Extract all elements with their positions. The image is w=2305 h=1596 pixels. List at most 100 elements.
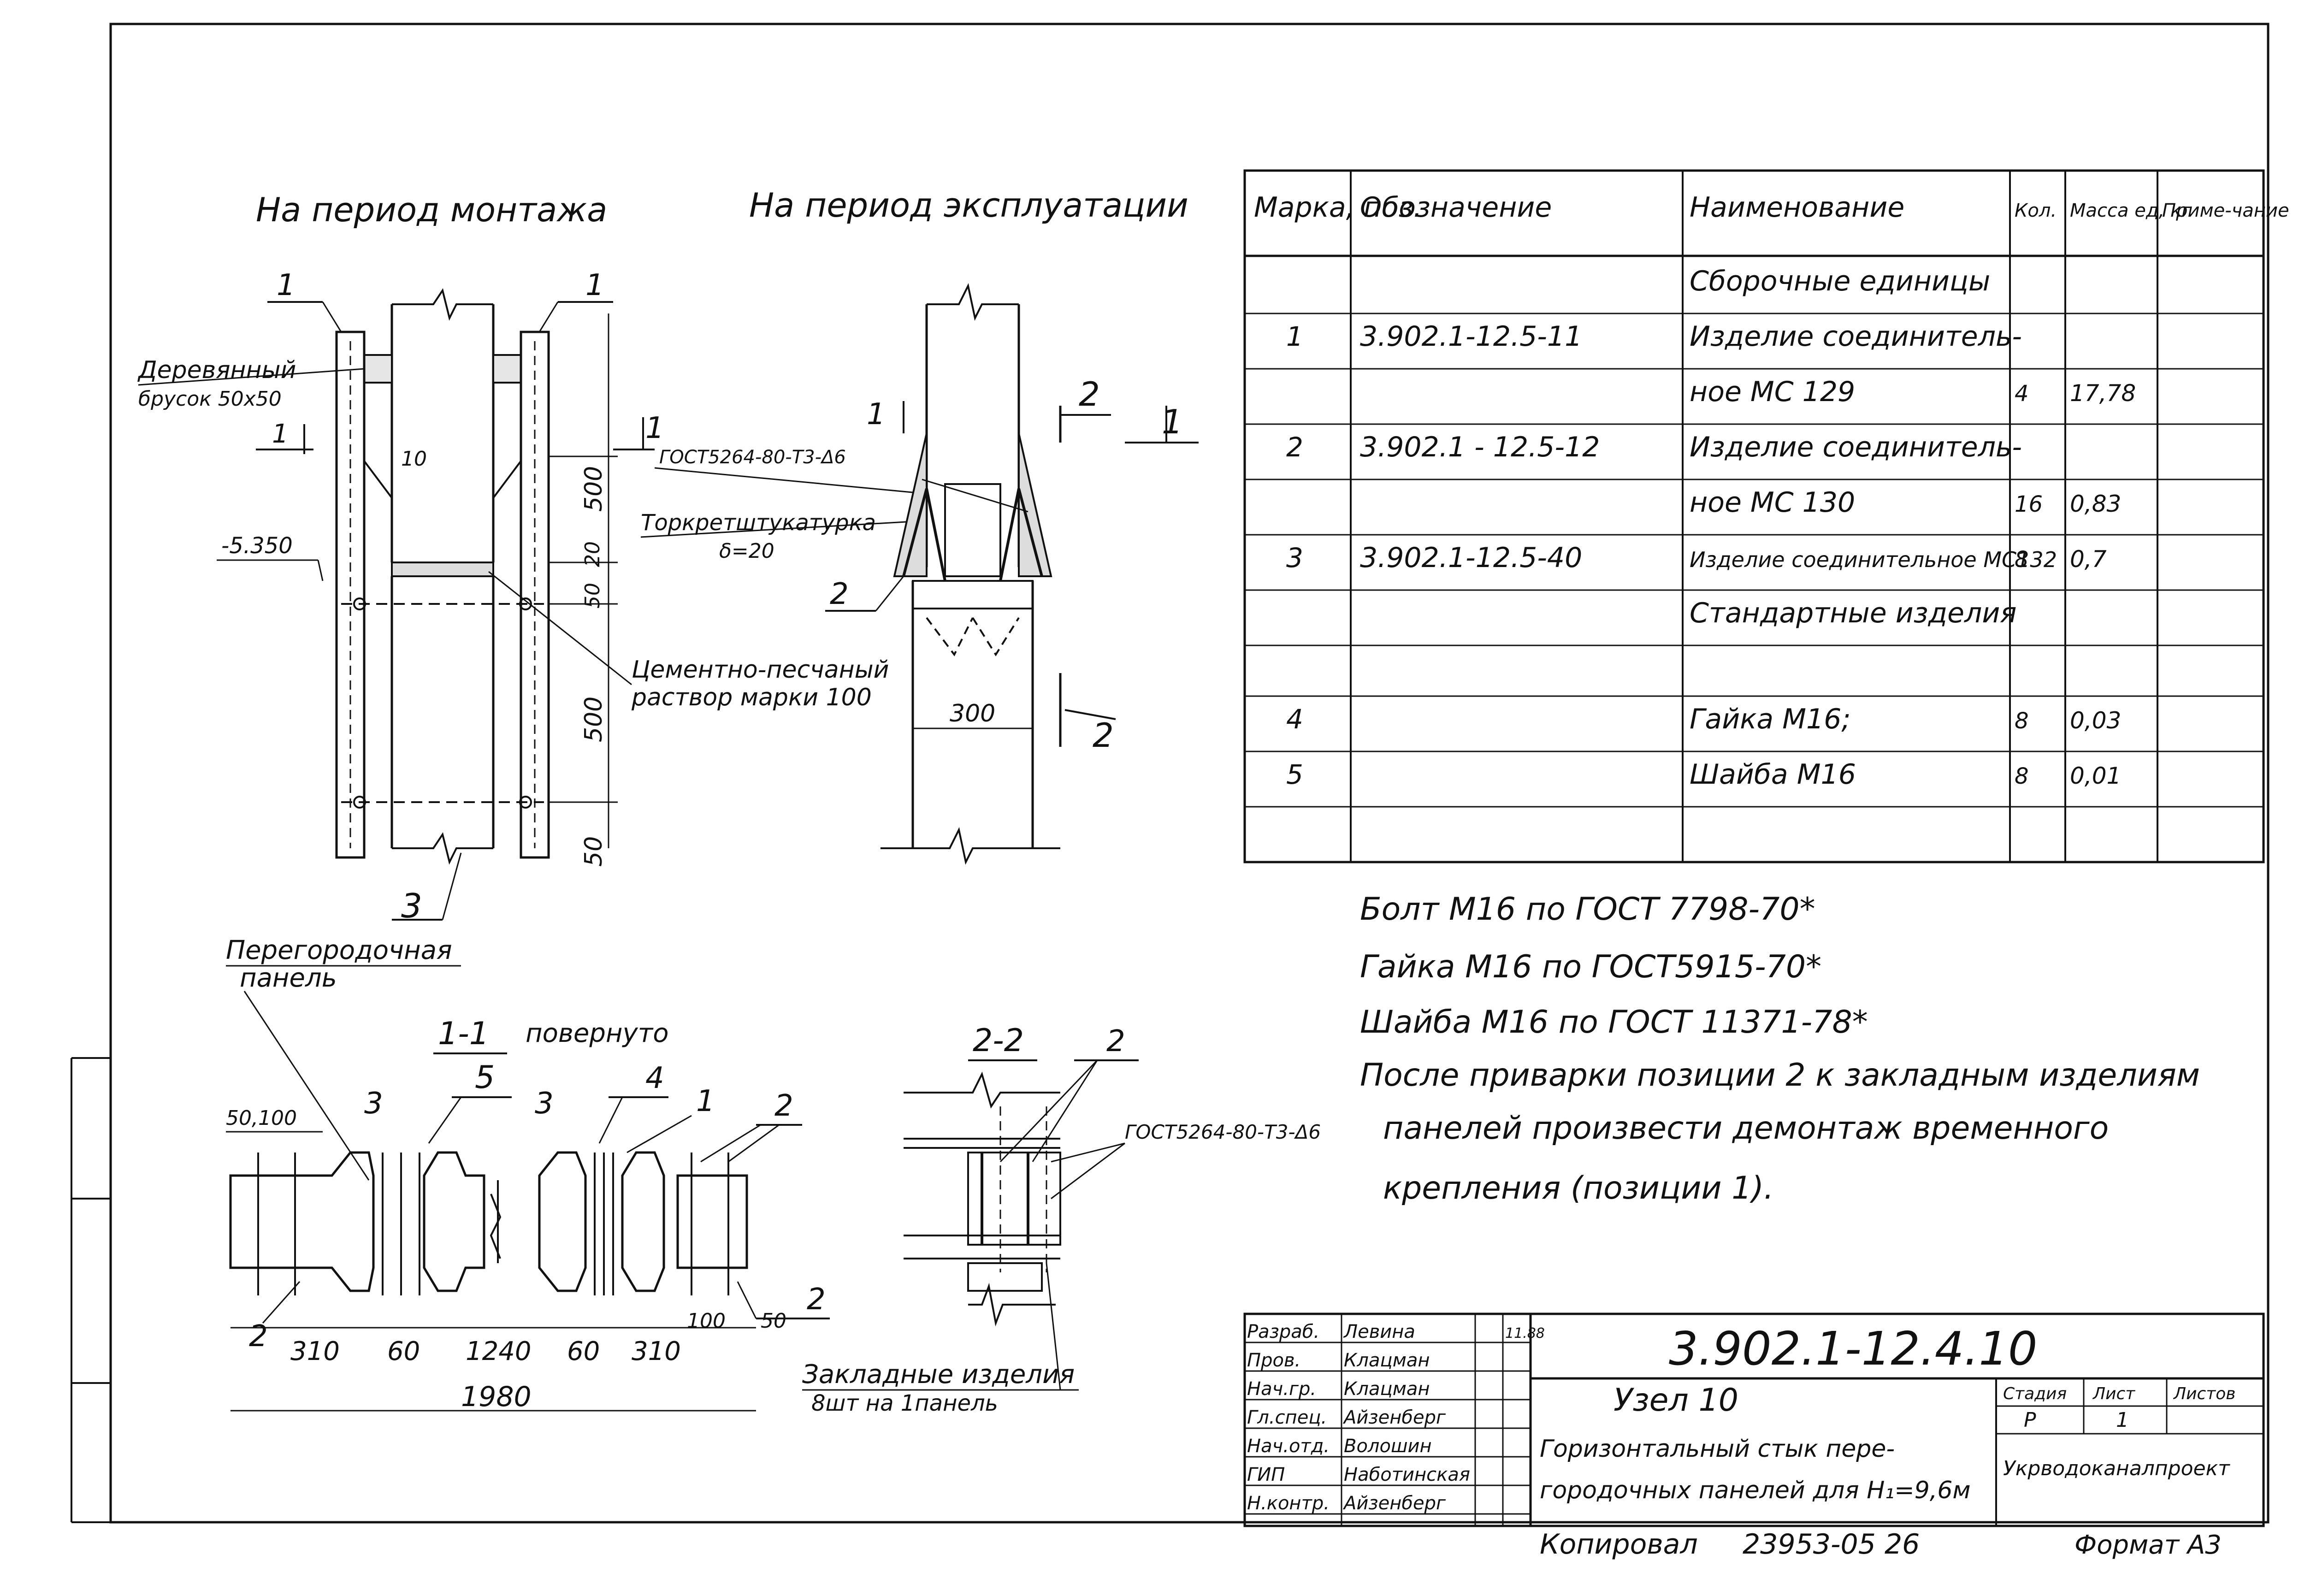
spec-cell-r9-c0: 5 — [1286, 759, 1303, 790]
spec-cell-r2-c3: 4 — [2015, 381, 2029, 407]
dim-310-left: 310 — [290, 1336, 340, 1366]
label-embedded-2: 8шт на 1панель — [811, 1390, 998, 1416]
spec-cell-r9-c4: 0,01 — [2070, 763, 2121, 789]
section-cut-1-mid: 1 — [645, 411, 664, 445]
section-1-1: Перегородочная панель 1-1 повернуто 5 3 … — [226, 935, 830, 1413]
section-cut-2-bottom: 2 — [1093, 716, 1114, 755]
label-wood-bar-2: брусок 50x50 — [138, 387, 282, 411]
node-desc-1: Горизонтальный стык пере- — [1540, 1435, 1895, 1463]
tb-role-3: Гл.спец. — [1247, 1407, 1327, 1428]
sheet-label: Лист — [2092, 1384, 2135, 1403]
label-embedded-1: Закладные изделия — [802, 1360, 1075, 1389]
spec-cell-r9-c3: 8 — [2015, 763, 2029, 789]
mark-1-section: 1 — [696, 1084, 715, 1118]
mark-5-label: 5 — [475, 1059, 495, 1096]
dim-50-right: 50 — [761, 1309, 786, 1333]
tb-name-6: Айзенберг — [1342, 1493, 1446, 1514]
dim-20: 20 — [581, 541, 604, 567]
spec-cell-r5-c3: 8 — [2015, 547, 2029, 573]
tb-name-3: Айзенберг — [1342, 1407, 1446, 1428]
dim-10: 10 — [401, 447, 427, 471]
stage-label: Стадия — [2003, 1384, 2067, 1403]
dim-1240: 1240 — [466, 1336, 532, 1366]
spec-cell-r9-c2: Шайба М16 — [1690, 758, 1856, 791]
spec-cell-r5-c2: Изделие соединительное МС132 — [1690, 547, 2057, 572]
node-desc-2: городочных панелей для Н₁=9,6м — [1540, 1477, 1971, 1504]
dim-50-100: 50,100 — [226, 1106, 297, 1130]
view-service-title: На период эксплуатации — [749, 186, 1188, 225]
section-1-marker: 1 ГОСТ5264-80-Т3-Δ6 Торкретштукатурка δ=… — [488, 411, 922, 711]
tb-role-0: Разраб. — [1247, 1321, 1319, 1342]
spec-header-1: Обозначение — [1360, 191, 1552, 224]
footer-format: Формат А3 — [2074, 1530, 2222, 1560]
dim-310-right: 310 — [632, 1336, 681, 1366]
stage-value: Р — [2024, 1408, 2036, 1432]
note-instruction-3: крепления (позиции 1). — [1383, 1170, 1774, 1206]
tb-role-2: Нач.гр. — [1247, 1378, 1316, 1400]
spec-header-0: Марка, поз. — [1254, 191, 1422, 224]
note-instruction-2: панелей произвести демонтаж временного — [1383, 1110, 2109, 1147]
spec-cell-r3-c1: 3.902.1 - 12.5-12 — [1360, 431, 1600, 463]
label-gost-weld-2: ГОСТ5264-80-Т3-Δ6 — [1125, 1121, 1321, 1143]
spec-cell-r2-c2: ное МС 129 — [1690, 376, 1855, 408]
node-title: Узел 10 — [1614, 1382, 1738, 1419]
dim-50-upper: 50 — [581, 583, 604, 609]
mark-2-service: 2 — [830, 577, 849, 611]
footer-copy: Копировал — [1540, 1528, 1698, 1561]
note-nut: Гайка М16 по ГОСТ5915-70* — [1360, 949, 1821, 985]
label-mortar-2: раствор марки 100 — [631, 684, 872, 711]
spec-cell-r1-c0: 1 — [1286, 321, 1303, 352]
label-elevation: -5.350 — [221, 533, 293, 559]
dim-50-lower: 50 — [580, 836, 608, 867]
sheets-label: Листов — [2173, 1384, 2235, 1403]
spec-cell-r2-c4: 17,78 — [2070, 380, 2136, 407]
view-mounting-title: На период монтажа — [256, 190, 607, 229]
mark-1-left: 1 — [277, 268, 296, 302]
spec-cell-r5-c1: 3.902.1-12.5-40 — [1360, 542, 1582, 574]
spec-header-3: Кол. — [2015, 200, 2057, 221]
dim-500-upper: 500 — [580, 466, 608, 512]
spec-cell-r5-c4: 0,7 — [2070, 546, 2107, 573]
label-torkret-2: δ=20 — [719, 539, 774, 563]
mark-3-left: 3 — [364, 1087, 383, 1121]
spec-cell-r8-c4: 0,03 — [2070, 707, 2121, 734]
dim-500-lower: 500 — [580, 697, 608, 742]
dim-1980: 1980 — [461, 1381, 532, 1413]
spec-header-2: Наименование — [1690, 191, 1904, 224]
tb-name-2: Клацман — [1344, 1378, 1430, 1400]
mark-2-22a: 2 — [1106, 1024, 1125, 1058]
spec-header-4: Масса ед, кг — [2070, 200, 2192, 221]
org-name: Укрводоканалпроект — [2003, 1457, 2230, 1480]
spec-cell-r4-c2: ное МС 130 — [1690, 486, 1855, 519]
tb-name-5: Наботинская — [1344, 1464, 1470, 1485]
mark-2-bottom-left: 2 — [249, 1319, 268, 1354]
mark-1-right: 1 — [585, 268, 604, 302]
spec-table: Марка, поз.Обозначение Наименование Кол. Ма… — [1243, 169, 2289, 863]
spec-cell-r3-c0: 2 — [1286, 432, 1303, 463]
tb-name-1: Клацман — [1344, 1350, 1430, 1371]
spec-cell-r8-c3: 8 — [2015, 708, 2029, 734]
view-service: На период эксплуатации 300 1 2 1 2 2 — [749, 186, 1199, 865]
section-22-title: 2-2 — [973, 1023, 1024, 1059]
tb-date-0: 11.88 — [1505, 1325, 1545, 1342]
spec-cell-r3-c2: Изделие соединитель- — [1690, 431, 2022, 463]
tb-name-0: Левина — [1343, 1321, 1415, 1342]
section-cut-2-top: 2 — [1079, 375, 1100, 414]
spec-cell-r4-c3: 16 — [2015, 491, 2043, 517]
tb-role-6: Н.контр. — [1247, 1493, 1330, 1514]
label-mortar-1: Цементно-песчаный — [632, 656, 889, 684]
spec-cell-r0-c2: Сборочные единицы — [1690, 265, 1990, 297]
mark-3-mid: 3 — [535, 1087, 554, 1121]
tb-role-1: Пров. — [1247, 1350, 1300, 1371]
note-washer: Шайба М16 по ГОСТ 11371-78* — [1360, 1004, 1868, 1040]
mark-2-section: 2 — [774, 1089, 793, 1123]
section-11-title: 1-1 — [438, 1016, 489, 1052]
label-torkret-1: Торкретштукатурка — [641, 510, 876, 536]
footer-order: 23953-05 26 — [1743, 1528, 1920, 1561]
sheet-value: 1 — [2116, 1408, 2129, 1432]
dim-300: 300 — [950, 700, 995, 727]
footer: Копировал 23953-05 26 Формат А3 — [1540, 1528, 2222, 1561]
spec-header-5: Приме-чание — [2162, 200, 2289, 221]
